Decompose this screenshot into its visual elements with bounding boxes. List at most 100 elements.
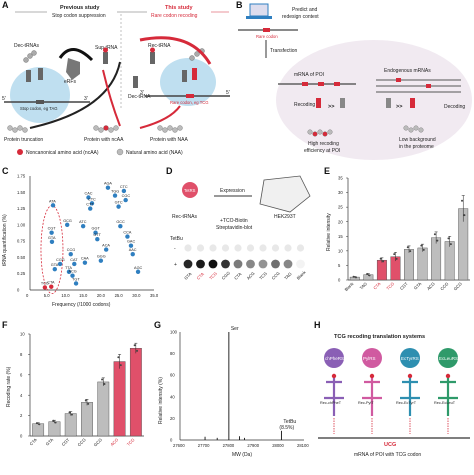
panel-a: A Previous study Stop codon suppression … <box>0 0 232 162</box>
panel-a-diagram: Previous study Stop codon suppression Th… <box>2 5 230 156</box>
point-label: GTA <box>51 263 59 267</box>
trna-label: Rec-PylT <box>358 401 374 405</box>
scatter-point <box>65 222 70 228</box>
point-label: TGT <box>72 277 80 281</box>
three-prime-right: 3' <box>140 90 144 96</box>
blot-dot-minus <box>284 244 292 252</box>
panel-e-label: E <box>324 166 331 176</box>
y-tick-label: 0.75 <box>17 239 26 244</box>
category-label: CCG <box>77 437 87 447</box>
panel-b: B Predict and redesign context Rare codo… <box>236 0 474 162</box>
lane-label: GTA <box>183 271 193 281</box>
ribosome-right <box>160 58 216 106</box>
point-label: TGG <box>111 190 119 194</box>
category-label: ACG <box>426 281 436 291</box>
blot-dot-plus <box>233 259 243 269</box>
trna-glyphs <box>26 47 197 88</box>
bar <box>404 249 414 281</box>
predict-label-1: Predict and <box>292 7 318 13</box>
scatter-point <box>68 251 73 257</box>
blot-dot-plus <box>296 259 305 269</box>
erfs-shape <box>66 58 80 80</box>
point-label: ATC <box>79 220 87 224</box>
b-protein-beads <box>307 125 424 137</box>
y-tick-label: 30 <box>338 190 343 195</box>
replicate-point <box>395 257 398 260</box>
scatter-point <box>125 234 130 239</box>
category-label: GTA <box>45 437 55 447</box>
x-tick-label: 30.0 <box>132 293 141 298</box>
hek-label: HEK293T <box>274 214 296 220</box>
legend-naa-label: Natural amino acid (NAA) <box>126 150 183 156</box>
lane-label: TCG <box>208 271 218 281</box>
scatter-point <box>103 247 109 252</box>
point-label: ACA <box>102 244 110 248</box>
blot-dots <box>183 244 305 269</box>
gt-right: >> <box>396 104 402 110</box>
blot-dot-minus <box>296 244 305 252</box>
enzyme-circle <box>324 348 344 368</box>
point-label: CAT <box>70 258 78 262</box>
gt-left: >> <box>328 104 334 110</box>
previous-study-title: Previous study <box>60 5 100 11</box>
endogenous-label: Endogenous mRNAs <box>384 68 431 74</box>
this-study-title: This study <box>165 5 193 11</box>
blot-dot-minus <box>221 244 230 252</box>
x-axis-label: Frequency (/1000 codons) <box>52 302 111 308</box>
keyboard-icon <box>246 16 272 19</box>
y-tick-label: 20 <box>338 219 343 224</box>
arrow-to-truncation <box>29 61 121 129</box>
y-axis-label: Recoding rate (%) <box>6 366 12 407</box>
lane-label: CTA <box>233 271 242 280</box>
y-tick-label: 1.00 <box>17 222 26 227</box>
category-label: CTA <box>372 281 381 290</box>
replicate-point <box>379 257 382 260</box>
y-tick-label: 10 <box>338 248 343 253</box>
y-tick-label: 0 <box>17 288 20 293</box>
tetrs-blob <box>182 182 198 198</box>
scatter-point <box>86 195 91 200</box>
scatter-point <box>82 260 88 265</box>
enzyme-circle <box>362 348 382 368</box>
point-label: CAC <box>84 191 92 195</box>
blot-dot-plus <box>258 259 268 269</box>
scatter-point <box>50 203 56 208</box>
translation-systems: chPheRSRec-chPheTPylRSRec-PylTEcTyrRSRec… <box>320 348 458 434</box>
point-label: AGA <box>104 182 112 186</box>
replicate-point <box>54 421 57 424</box>
rec-trna-label: Rec-tRNA <box>148 43 171 49</box>
peak-label: TetBu <box>283 419 296 425</box>
replicate-point <box>354 276 357 279</box>
replicate-point <box>368 274 371 277</box>
trna-structure <box>362 376 382 416</box>
high-label-1: High recoding <box>308 141 339 147</box>
replicate-point <box>409 250 412 253</box>
blot-dot-plus <box>208 259 218 269</box>
cell-shape <box>276 40 472 160</box>
replicate-point <box>38 423 41 426</box>
scatter-point <box>66 269 72 274</box>
replicate-point <box>101 378 104 381</box>
scatter-point <box>130 251 135 257</box>
scatter-point <box>116 204 121 209</box>
trna-structure <box>324 376 344 416</box>
predict-label-2: redesign context <box>282 14 319 20</box>
tetbu-label: TetBu <box>170 236 183 242</box>
enzyme-circle <box>400 348 420 368</box>
x-tick-label: 5.0 <box>44 293 50 298</box>
x-tick-label: 35.0 <box>150 293 159 298</box>
y-tick-label: 5 <box>338 263 341 268</box>
category-label: ACG <box>109 437 119 447</box>
peak-label: (8.5%) <box>279 425 294 431</box>
replicate-point <box>52 419 55 422</box>
panel-h-diagram: TCG recoding translation systems chPheRS… <box>318 334 470 458</box>
legend-ncaa-dot <box>17 149 23 155</box>
dec-trna-label: Dec-tRNA <box>128 94 151 100</box>
amino-acid-dot <box>407 373 413 379</box>
scatter-point <box>49 239 55 244</box>
bar <box>376 259 387 281</box>
category-label: TCG <box>126 437 136 447</box>
replicate-point <box>35 422 38 425</box>
